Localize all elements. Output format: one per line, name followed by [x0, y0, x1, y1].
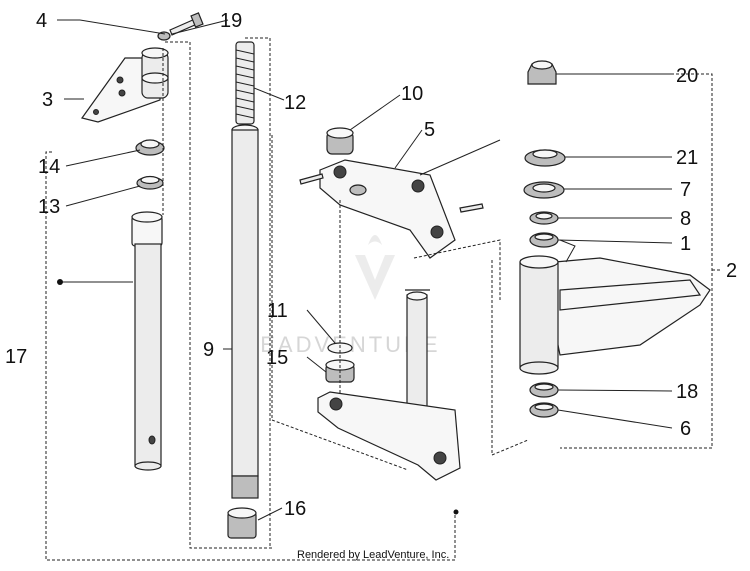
callout-3: 3 [42, 89, 53, 111]
part-4-bolt [169, 12, 204, 36]
callout-5: 5 [424, 119, 435, 141]
callout-19: 19 [220, 10, 242, 32]
lead-15 [306, 356, 327, 373]
part-19-washer [157, 31, 171, 41]
credit-text: Rendered by LeadVenture, Inc. [297, 549, 449, 561]
part-14-bushing [135, 139, 165, 156]
callout-14: 14 [38, 156, 60, 178]
lead-center-right [419, 139, 501, 176]
callout-9: 9 [203, 339, 214, 361]
lead-6 [557, 409, 673, 429]
part-18-race [529, 382, 559, 398]
lead-5 [394, 129, 423, 169]
callout-21: 21 [676, 147, 698, 169]
lead-18 [557, 389, 673, 392]
callout-17: 17 [5, 346, 27, 368]
part-20-cap-nut [527, 60, 557, 85]
axis-center [245, 37, 271, 548]
lead-12 [253, 87, 285, 101]
callout-1: 1 [680, 233, 691, 255]
part-1-race [529, 232, 559, 248]
lead-14 [65, 149, 141, 167]
part-5-upper-clamp [319, 159, 456, 259]
part-lower-clamp-stem [317, 289, 461, 481]
bracket-17-dot-b [57, 279, 63, 285]
part-steering-head [519, 239, 711, 375]
callout-20: 20 [676, 65, 698, 87]
callout-13: 13 [38, 196, 60, 218]
lead-19 [171, 19, 229, 35]
callout-4: 4 [36, 10, 47, 32]
watermark-logo [355, 235, 395, 300]
callout-2: 2 [726, 260, 737, 282]
part-clamp-screw-left [299, 173, 324, 185]
lead-16 [257, 507, 283, 521]
part-3-clamp-plate [80, 47, 169, 123]
part-7-washer [523, 181, 565, 199]
axis-right-top [413, 239, 501, 300]
callout-11: 11 [267, 300, 288, 322]
bracket-17-dot-a [453, 509, 459, 515]
callout-16: 16 [284, 498, 306, 520]
part-12-spring [235, 41, 255, 125]
bracket-clamp [271, 135, 409, 471]
part-clamp-screw-right [459, 203, 484, 213]
callout-15: 15 [266, 347, 288, 369]
part-6-ring [529, 402, 559, 418]
part-13-ring [136, 175, 164, 190]
axis-right-bottom [491, 260, 529, 456]
part-17-fork-tube [131, 211, 163, 471]
lead-13 [65, 185, 141, 207]
callout-18: 18 [676, 381, 698, 403]
lead-4b [79, 19, 166, 35]
part-21-lock-nut [524, 149, 566, 167]
callout-12: 12 [284, 92, 306, 114]
lead-1 [557, 239, 673, 244]
part-9-inner-tube [231, 124, 259, 499]
part-10-nut [326, 127, 354, 155]
bracket-9 [189, 42, 272, 549]
part-8-ring [529, 211, 559, 225]
part-16-cap [227, 507, 257, 539]
callout-10: 10 [401, 83, 423, 105]
callout-7: 7 [680, 179, 691, 201]
lead-11 [306, 309, 336, 344]
callout-6: 6 [680, 418, 691, 440]
callout-8: 8 [680, 208, 691, 230]
lead-10 [349, 94, 401, 131]
